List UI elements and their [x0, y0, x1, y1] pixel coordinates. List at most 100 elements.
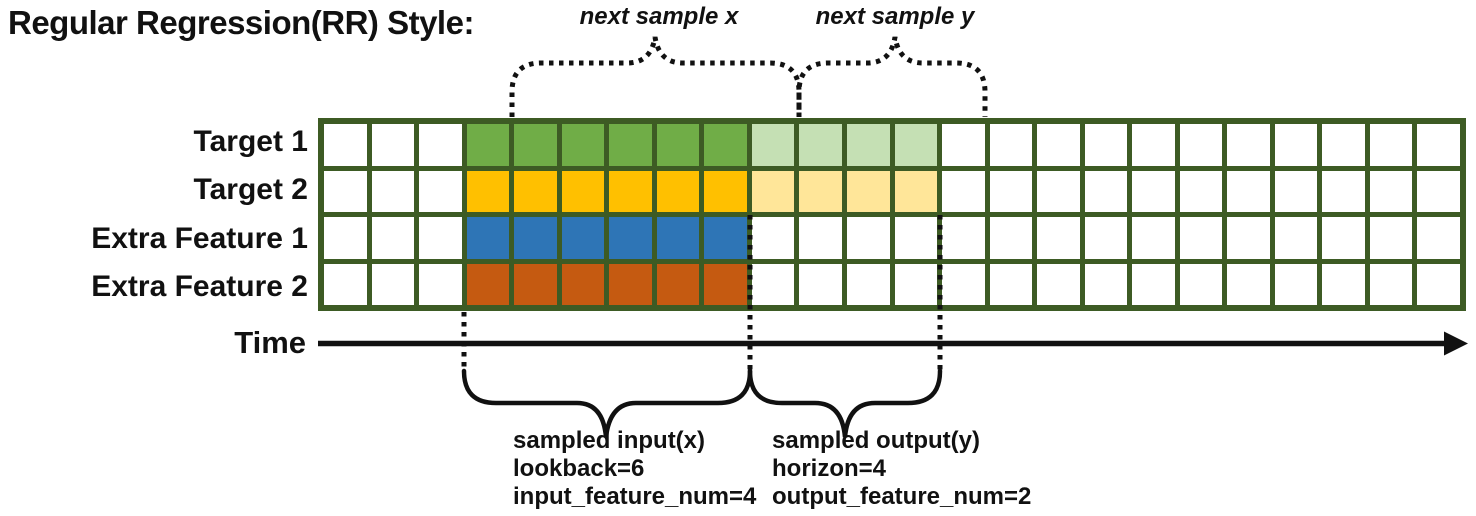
grid-cell	[466, 217, 510, 259]
grid-cell	[1322, 263, 1365, 305]
note-line: input_feature_num=4	[513, 483, 757, 510]
grid-cell	[656, 170, 700, 212]
grid-cell	[894, 263, 938, 305]
grid-cell	[751, 124, 795, 166]
note-line: output_feature_num=2	[772, 483, 1032, 510]
grid-cell	[1084, 217, 1128, 259]
grid-cell	[704, 170, 747, 212]
grid-cell	[656, 217, 700, 259]
grid-cell	[1322, 217, 1365, 259]
grid-cell	[1132, 124, 1175, 166]
note-line: horizon=4	[772, 455, 887, 482]
grid-cell	[989, 263, 1033, 305]
grid-cell	[1417, 170, 1460, 212]
grid-cell	[1369, 124, 1413, 166]
grid-cell	[324, 124, 367, 166]
time-label: Time	[234, 325, 306, 360]
grid-cell	[1274, 124, 1318, 166]
grid-cell	[324, 217, 367, 259]
note-line: sampled output(y)	[772, 427, 980, 454]
grid-cell	[1037, 170, 1080, 212]
next-sample-x-brace	[509, 36, 802, 117]
grid-cell	[1322, 124, 1365, 166]
grid-cell	[1179, 263, 1223, 305]
grid-cell	[799, 217, 842, 259]
grid-cell	[1417, 124, 1460, 166]
grid-cell	[1227, 124, 1270, 166]
grid-cell	[514, 170, 557, 212]
grid-cell	[1227, 263, 1270, 305]
grid-cell	[419, 217, 462, 259]
grid-cell	[1417, 263, 1460, 305]
grid-cell	[609, 170, 652, 212]
grid-cell	[419, 263, 462, 305]
grid-cell	[846, 170, 890, 212]
grid-cell	[371, 263, 415, 305]
grid-cell	[466, 263, 510, 305]
grid-cell	[1274, 263, 1318, 305]
grid-cell	[656, 263, 700, 305]
grid-cell	[371, 217, 415, 259]
grid-cell	[514, 217, 557, 259]
grid-cell	[419, 124, 462, 166]
grid-cell	[1179, 217, 1223, 259]
grid-cell	[609, 263, 652, 305]
grid-cell	[942, 263, 985, 305]
grid-cell	[371, 124, 415, 166]
page-title: Regular Regression(RR) Style:	[8, 4, 474, 41]
grid-cell	[1369, 217, 1413, 259]
grid-cell	[894, 124, 938, 166]
grid-cell	[989, 217, 1033, 259]
grid-cell	[1227, 217, 1270, 259]
note-sampled-input: sampled input(x) lookback=6 input_featur…	[513, 427, 756, 511]
row-label-target-1: Target 1	[193, 125, 308, 158]
grid-cell	[942, 124, 985, 166]
row-label-extra-feature-2: Extra Feature 2	[91, 270, 308, 303]
next-sample-x-label: next sample x	[579, 3, 739, 30]
grid-cell	[561, 170, 605, 212]
grid-cell	[609, 217, 652, 259]
grid-cell	[846, 217, 890, 259]
grid-cell	[799, 263, 842, 305]
grid-cell	[1369, 170, 1413, 212]
grid-cell	[1132, 170, 1175, 212]
grid-cell	[704, 124, 747, 166]
grid-cell	[514, 263, 557, 305]
grid-cell	[371, 170, 415, 212]
grid-cell	[751, 217, 795, 259]
grid-cell	[1179, 124, 1223, 166]
grid-cell	[561, 263, 605, 305]
grid-cell	[846, 124, 890, 166]
grid-cell	[1037, 217, 1080, 259]
grid-cell	[704, 217, 747, 259]
next-sample-y-label: next sample y	[815, 3, 975, 30]
grid-cell	[846, 263, 890, 305]
grid-cell	[609, 124, 652, 166]
grid-cell	[1322, 170, 1365, 212]
next-sample-y-brace	[796, 36, 988, 117]
row-label-extra-feature-1: Extra Feature 1	[91, 222, 308, 255]
grid-cell	[1084, 170, 1128, 212]
grid	[318, 118, 1466, 311]
grid-cell	[466, 124, 510, 166]
grid-cell	[1084, 263, 1128, 305]
grid-cell	[1179, 170, 1223, 212]
grid-cell	[324, 170, 367, 212]
grid-cell	[894, 170, 938, 212]
row-label-target-2: Target 2	[193, 173, 308, 206]
grid-cell	[989, 124, 1033, 166]
grid-cell	[1037, 124, 1080, 166]
grid-cell	[894, 217, 938, 259]
grid-cell	[466, 170, 510, 212]
grid-cell	[1274, 217, 1318, 259]
grid-cell	[1227, 170, 1270, 212]
grid-cell	[1132, 217, 1175, 259]
time-axis-arrowhead	[1444, 331, 1468, 356]
grid-cell	[1417, 217, 1460, 259]
grid-cell	[324, 263, 367, 305]
grid-cell	[1084, 124, 1128, 166]
grid-cell	[1132, 263, 1175, 305]
grid-cell	[419, 170, 462, 212]
grid-cell	[799, 170, 842, 212]
